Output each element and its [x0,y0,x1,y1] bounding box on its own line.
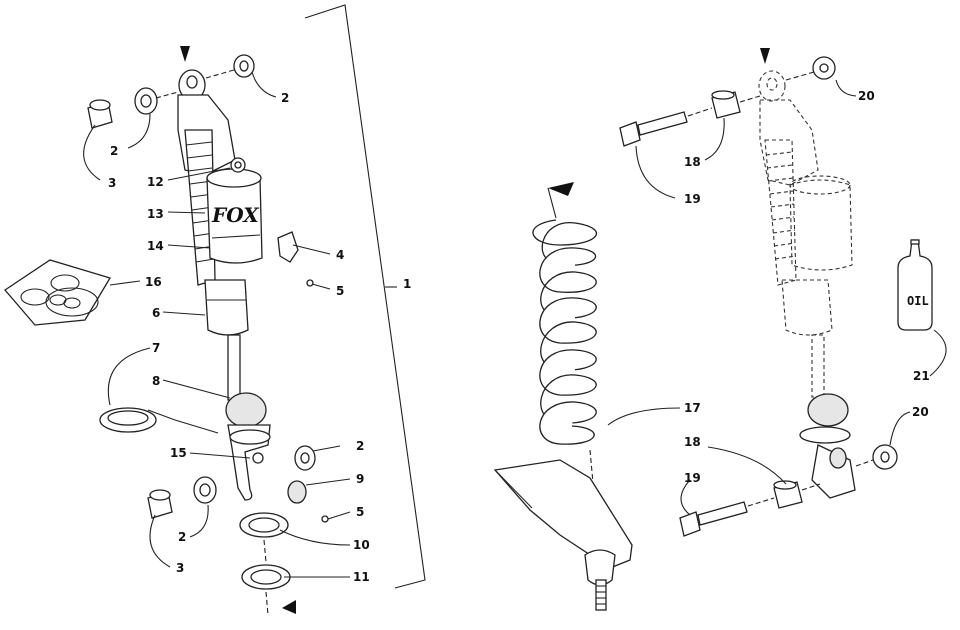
callout-11: 11 [353,570,370,584]
callout-20b: 20 [912,405,929,419]
bushing-20-bottom [872,444,898,470]
callout-21: 21 [913,369,930,383]
top-arrow-center [548,182,574,196]
bolt-19-bottom [679,501,748,537]
callout-17: 17 [684,401,701,415]
callout-6: 6 [152,306,160,320]
callout-12: 12 [147,175,164,189]
callout-5b: 5 [356,505,364,519]
clip-ring-7 [99,407,219,434]
callout-2d: 2 [178,530,186,544]
callout-2a: 2 [281,91,289,105]
bolt-19-top [619,111,688,147]
left-shock-body: FOX [177,69,271,501]
oil-bottle-21: OIL [897,239,933,331]
top-arrow-left [180,46,190,62]
bushing-left-3a [87,99,113,129]
bushing-left-2b [233,54,255,78]
bushing-left-2c [294,445,316,471]
shock-brand-logo: FOX [211,203,260,227]
callout-14: 14 [147,239,164,253]
callout-8: 8 [152,374,160,388]
bushing-18-top [711,90,741,119]
decal-sheet-16 [4,259,111,326]
callout-4: 4 [336,248,344,262]
bottom-arrow-left [282,600,296,614]
spring-collar-10 [239,512,289,538]
bushing-left-2a [134,87,158,115]
bushing-18-bottom [773,480,803,509]
callout-18b: 18 [684,435,701,449]
callout-20a: 20 [858,89,875,103]
suspension-arm-ghost [493,459,633,611]
leader-lines-left [83,71,351,578]
callout-19a: 19 [684,192,701,206]
callout-7: 7 [152,341,160,355]
callout-19b: 19 [684,471,701,485]
right-shock-ghost [758,70,853,398]
callout-2b: 2 [110,144,118,158]
callout-3a: 3 [108,176,116,190]
callout-3b: 3 [176,561,184,575]
callout-numbers: 1 2 2 2 2 3 3 4 5 5 6 7 8 9 10 11 12 13 … [108,89,930,584]
leader-lines-right [635,79,947,516]
top-arrow-right [760,48,770,64]
adjuster-nut-9 [287,480,329,523]
lock-ring-11 [241,564,291,590]
callout-9: 9 [356,472,364,486]
bushing-20-top [812,56,836,80]
assembly-bracket [304,4,426,589]
coil-spring-17 [532,219,598,445]
bushing-left-3b [147,489,173,519]
callout-13: 13 [147,207,164,221]
callout-16: 16 [145,275,162,289]
oil-bottle-label: OIL [907,294,929,308]
callout-18a: 18 [684,155,701,169]
callout-15: 15 [170,446,187,460]
callout-10: 10 [353,538,370,552]
callout-2c: 2 [356,439,364,453]
clamp-part-4 [277,231,314,287]
bushing-left-2d [193,476,217,504]
callout-5a: 5 [336,284,344,298]
callout-1: 1 [403,277,411,291]
right-lower-parts [799,393,856,499]
